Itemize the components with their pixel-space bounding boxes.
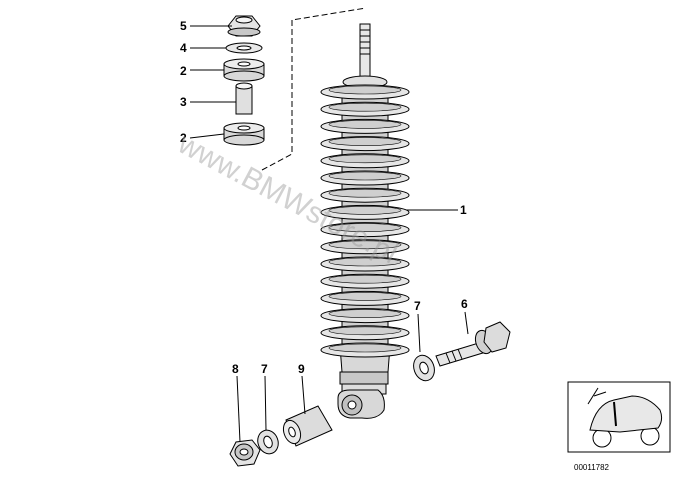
callout-7-right: 7: [414, 299, 421, 313]
leader-2b: [189, 133, 225, 139]
spring-coil-inner: [328, 137, 402, 146]
spring-coil-inner: [328, 343, 402, 353]
spring-coil-inner: [328, 223, 402, 232]
callout-1: 1: [460, 203, 467, 217]
spring-coil-inner: [328, 102, 402, 112]
rubber-bushing-lower: [223, 122, 265, 146]
spring-coil-inner: [328, 309, 402, 318]
coil-spring: [320, 84, 410, 358]
spring-coil-inner: [328, 326, 402, 336]
spring-coil-inner: [328, 292, 402, 301]
spring-coil-inner: [328, 257, 402, 267]
washer-top: [225, 42, 263, 54]
spacer-sleeve: [235, 82, 253, 115]
assembly-leader-dashed: [261, 7, 367, 171]
washer-right: [413, 354, 435, 382]
leader-9: [301, 375, 306, 415]
rubber-bushing-upper: [223, 58, 265, 82]
reference-code: 00011782: [574, 463, 610, 472]
spring-coil-inner: [328, 171, 402, 181]
spring-coil-inner: [328, 120, 402, 129]
motorcycle-thumbnail-icon: [567, 381, 671, 453]
hex-nut-top: [227, 15, 261, 37]
hex-nut-bottom: [229, 439, 261, 467]
washer-bottom: [257, 429, 279, 455]
callout-5: 5: [180, 19, 187, 33]
callout-3: 3: [180, 95, 187, 109]
leader-8: [236, 375, 241, 443]
spring-coil-inner: [328, 206, 402, 215]
callout-8: 8: [232, 362, 239, 376]
leader-7-right: [417, 313, 421, 353]
callout-2-lower: 2: [180, 131, 187, 145]
callout-4: 4: [180, 41, 187, 55]
callout-2-upper: 2: [180, 64, 187, 78]
hex-bolt: [435, 321, 511, 367]
callout-7-bottom: 7: [261, 362, 268, 376]
leader-7-bottom: [264, 375, 267, 431]
spring-coil-inner: [328, 85, 402, 95]
leader-6: [464, 311, 469, 335]
spring-coil-inner: [328, 188, 402, 198]
spring-coil-inner: [328, 274, 402, 284]
callout-6: 6: [461, 297, 468, 311]
bushing-sleeve: [282, 405, 333, 447]
spring-coil-inner: [328, 240, 402, 250]
spring-coil-inner: [328, 154, 402, 164]
callout-9: 9: [298, 362, 305, 376]
